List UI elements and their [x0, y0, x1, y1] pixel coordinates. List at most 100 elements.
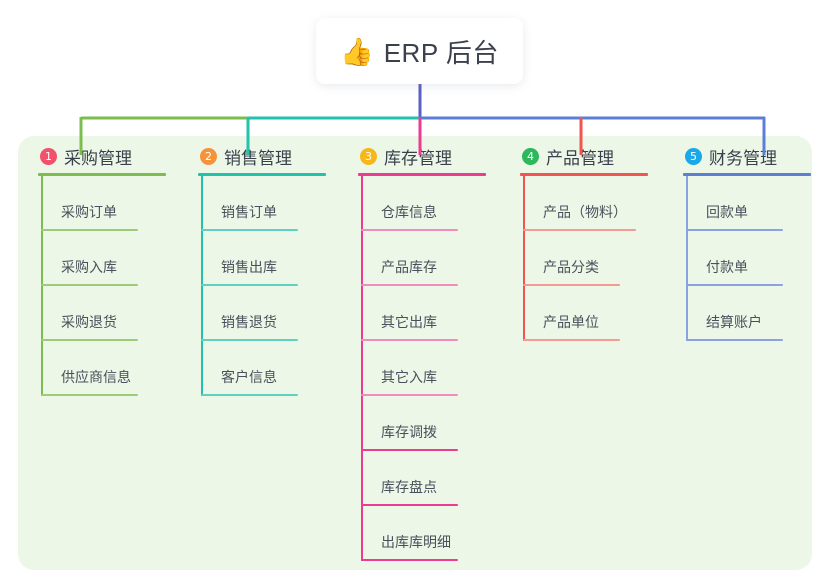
branch-title-inventory: 库存管理: [384, 148, 452, 168]
branch-item[interactable]: 产品分类: [520, 231, 683, 286]
branch-item[interactable]: 库存盘点: [358, 451, 521, 506]
branch-items-product: 产品（物料） 产品分类 产品单位: [520, 176, 683, 341]
branch-spine: [201, 176, 203, 396]
branch-item-label: 采购订单: [61, 204, 117, 220]
branch-item-rule: [41, 339, 138, 341]
branch-item-label: 产品单位: [543, 314, 599, 330]
root-title: ERP 后台: [383, 37, 499, 68]
branch-item-label: 销售出库: [221, 259, 277, 275]
branch-column-finance: 5 财务管理 回款单 付款单 结算账户: [683, 136, 839, 341]
branch-item[interactable]: 付款单: [683, 231, 839, 286]
branch-header-rule: [358, 173, 486, 176]
branch-badge-1: 1: [40, 147, 57, 165]
root-node[interactable]: 👍 ERP 后台: [316, 18, 523, 84]
branch-item-rule: [523, 339, 620, 341]
branch-item-rule: [361, 504, 458, 506]
branch-spine: [523, 176, 525, 341]
content-card: [18, 136, 812, 570]
branch-spine: [686, 176, 688, 341]
branch-title-purchasing: 采购管理: [64, 148, 132, 168]
branch-item[interactable]: 采购订单: [38, 176, 201, 231]
branch-item[interactable]: 采购退货: [38, 286, 201, 341]
branch-item[interactable]: 其它出库: [358, 286, 521, 341]
branch-item-label: 库存盘点: [381, 479, 437, 495]
branch-item-label: 销售订单: [221, 204, 277, 220]
branch-column-inventory: 3 库存管理 仓库信息 产品库存 其它出库 其它: [358, 136, 521, 561]
branch-header-rule: [198, 173, 326, 176]
branch-item-label: 采购入库: [61, 259, 117, 275]
branch-title-sales: 销售管理: [224, 148, 292, 168]
branch-badge-5: 5: [685, 147, 702, 165]
branch-items-inventory: 仓库信息 产品库存 其它出库 其它入库 库存调拨: [358, 176, 521, 561]
branch-item[interactable]: 其它入库: [358, 341, 521, 396]
branch-item-rule: [686, 339, 783, 341]
branch-items-purchasing: 采购订单 采购入库 采购退货 供应商信息: [38, 176, 201, 396]
branch-item[interactable]: 销售订单: [198, 176, 361, 231]
branch-item-rule: [41, 229, 138, 231]
branch-badge-3: 3: [360, 147, 377, 165]
branch-item-label: 出库库明细: [381, 534, 451, 550]
branch-item-rule: [361, 229, 458, 231]
branch-item-rule: [361, 559, 458, 561]
branch-item-label: 产品（物料）: [543, 204, 627, 220]
branch-item-label: 产品分类: [543, 259, 599, 275]
branch-item[interactable]: 产品库存: [358, 231, 521, 286]
branch-item-label: 结算账户: [706, 314, 762, 330]
branch-item-label: 供应商信息: [61, 369, 131, 385]
branch-column-purchasing: 1 采购管理 采购订单 采购入库 采购退货 供应: [38, 136, 201, 396]
branch-item[interactable]: 产品单位: [520, 286, 683, 341]
branch-header-finance[interactable]: 5 财务管理: [683, 136, 839, 176]
branch-item[interactable]: 销售退货: [198, 286, 361, 341]
branch-item[interactable]: 产品（物料）: [520, 176, 683, 231]
branch-title-finance: 财务管理: [709, 148, 777, 168]
branch-item-label: 付款单: [706, 259, 748, 275]
branch-item[interactable]: 销售出库: [198, 231, 361, 286]
branch-item-label: 采购退货: [61, 314, 117, 330]
branch-item-rule: [361, 339, 458, 341]
branch-header-sales[interactable]: 2 销售管理: [198, 136, 361, 176]
branch-column-product: 4 产品管理 产品（物料） 产品分类 产品单位: [520, 136, 683, 341]
branch-badge-4: 4: [522, 147, 539, 165]
branch-item-rule: [201, 394, 298, 396]
branch-item[interactable]: 库存调拨: [358, 396, 521, 451]
branch-item-label: 库存调拨: [381, 424, 437, 440]
branch-columns: 1 采购管理 采购订单 采购入库 采购退货 供应: [18, 136, 812, 570]
branch-column-sales: 2 销售管理 销售订单 销售出库 销售退货 客户: [198, 136, 361, 396]
branch-items-sales: 销售订单 销售出库 销售退货 客户信息: [198, 176, 361, 396]
branch-item-rule: [361, 449, 458, 451]
branch-item[interactable]: 仓库信息: [358, 176, 521, 231]
branch-item-label: 其它入库: [381, 369, 437, 385]
branch-item-label: 其它出库: [381, 314, 437, 330]
branch-header-rule: [683, 173, 811, 176]
branch-item-rule: [361, 394, 458, 396]
branch-item[interactable]: 供应商信息: [38, 341, 201, 396]
branch-item-rule: [523, 229, 636, 231]
thumbs-up-icon: 👍: [340, 36, 374, 67]
branch-item-rule: [686, 284, 783, 286]
branch-header-rule: [520, 173, 648, 176]
branch-item-label: 客户信息: [221, 369, 277, 385]
branch-item-rule: [41, 284, 138, 286]
branch-header-product[interactable]: 4 产品管理: [520, 136, 683, 176]
branch-item[interactable]: 回款单: [683, 176, 839, 231]
branch-spine: [361, 176, 363, 561]
branch-item-label: 销售退货: [221, 314, 277, 330]
branch-header-inventory[interactable]: 3 库存管理: [358, 136, 521, 176]
branch-item[interactable]: 出库库明细: [358, 506, 521, 561]
branch-header-rule: [38, 173, 166, 176]
branch-item[interactable]: 采购入库: [38, 231, 201, 286]
branch-item-rule: [686, 229, 783, 231]
branch-item-label: 回款单: [706, 204, 748, 220]
branch-item-rule: [201, 339, 298, 341]
branch-item-label: 仓库信息: [381, 204, 437, 220]
branch-item[interactable]: 客户信息: [198, 341, 361, 396]
branch-items-finance: 回款单 付款单 结算账户: [683, 176, 839, 341]
branch-item-rule: [41, 394, 138, 396]
branch-item[interactable]: 结算账户: [683, 286, 839, 341]
branch-badge-2: 2: [200, 147, 217, 165]
branch-header-purchasing[interactable]: 1 采购管理: [38, 136, 201, 176]
branch-item-rule: [523, 284, 620, 286]
branch-item-rule: [361, 284, 458, 286]
branch-item-rule: [201, 229, 298, 231]
